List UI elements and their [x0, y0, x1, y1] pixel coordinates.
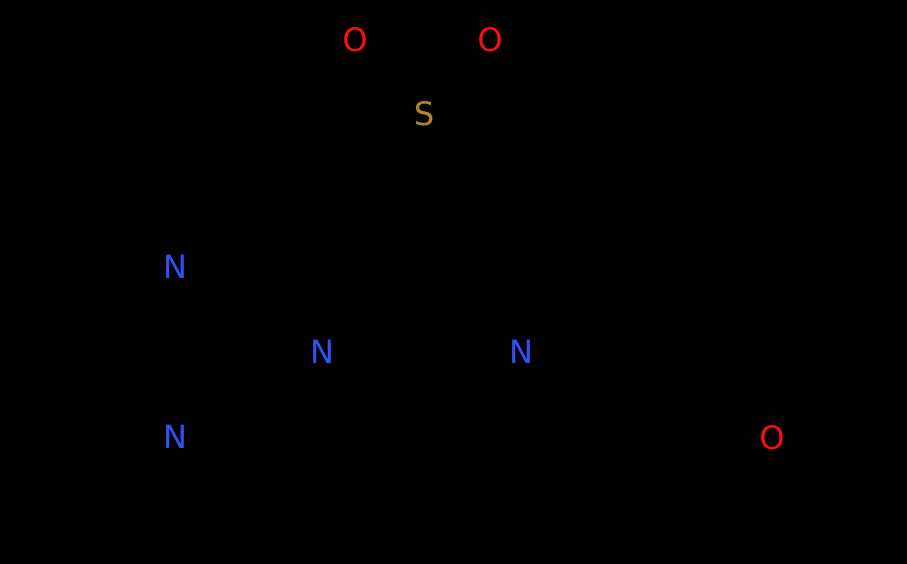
- atom-nitrogen-2: N: [310, 333, 334, 371]
- atom-nitrogen-1: N: [163, 248, 187, 286]
- atom-oxygen-2: O: [477, 21, 503, 59]
- atom-oxygen-3: O: [759, 419, 785, 457]
- atom-nitrogen-3: N: [509, 333, 533, 371]
- atom-sulfur: S: [413, 95, 435, 133]
- atom-nitrogen-4: N: [163, 418, 187, 456]
- atom-oxygen-1: O: [342, 21, 368, 59]
